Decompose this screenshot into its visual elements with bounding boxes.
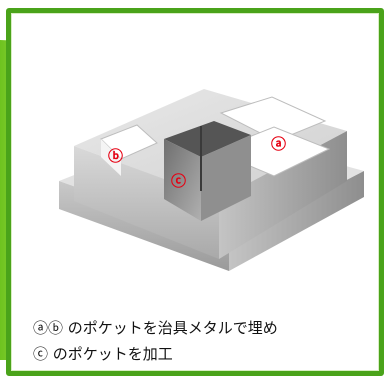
pocket-a-label: ⓐ bbox=[271, 135, 286, 153]
workpiece-illustration: ⓑ ⓒ ⓐ bbox=[59, 89, 364, 271]
pocket-c-label: ⓒ bbox=[171, 172, 186, 190]
pocket-b-label: ⓑ bbox=[108, 147, 123, 165]
pocket-b bbox=[100, 124, 158, 176]
pocket-a bbox=[212, 96, 331, 177]
caption-line-2: ⓒ のポケットを加工 bbox=[33, 345, 173, 363]
caption: ⓐⓑ のポケットを治具メタルで埋め ⓒ のポケットを加工 bbox=[33, 315, 383, 367]
figure-frame: ⓑ ⓒ ⓐ ⓐⓑ のポケットを治具メタルで埋め ⓒ のポケットを加工 bbox=[6, 8, 384, 376]
pocket-c bbox=[164, 121, 251, 221]
caption-line-1: ⓐⓑ のポケットを治具メタルで埋め bbox=[33, 319, 278, 337]
